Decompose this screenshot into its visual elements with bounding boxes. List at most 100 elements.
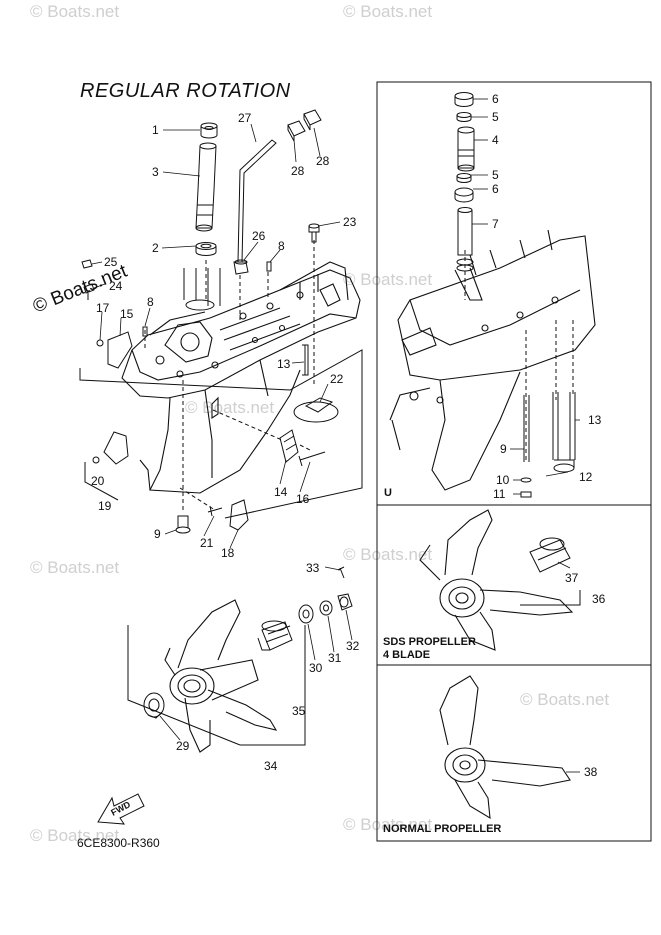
panel-u-frame bbox=[376, 81, 652, 506]
callout-32: 32 bbox=[346, 639, 360, 653]
part-32-nut bbox=[337, 593, 353, 611]
part-35-bushing bbox=[257, 620, 293, 651]
callout-1: 1 bbox=[152, 123, 159, 137]
fwd-arrow-icon bbox=[97, 793, 145, 825]
callout-5: 5 bbox=[492, 110, 499, 124]
watermark: © Boats.net bbox=[30, 826, 120, 845]
callout-12: 12 bbox=[579, 470, 593, 484]
leader-35 bbox=[240, 625, 306, 746]
callout-26: 26 bbox=[252, 229, 266, 243]
u-part-10-washer bbox=[520, 477, 532, 483]
callout-9: 9 bbox=[500, 442, 507, 456]
part-1-cap bbox=[200, 122, 218, 139]
callout-24: 24 bbox=[109, 279, 123, 293]
u-part-6-cap bbox=[454, 92, 474, 107]
part-18-anode bbox=[229, 499, 249, 531]
callout-38: 38 bbox=[584, 765, 598, 779]
sds-part-37-damper bbox=[529, 537, 571, 573]
callout-28: 28 bbox=[316, 154, 330, 168]
normal-propeller bbox=[439, 675, 571, 820]
sds-label-line-1: SDS PROPELLER bbox=[383, 636, 476, 648]
panel-normal-frame bbox=[376, 664, 652, 842]
callout-28: 28 bbox=[291, 164, 305, 178]
sds-propeller bbox=[419, 509, 574, 651]
watermark: © Boats.net bbox=[30, 2, 120, 21]
panel-sds-frame bbox=[376, 504, 652, 666]
callout-22: 22 bbox=[330, 372, 344, 386]
callout-4: 4 bbox=[492, 133, 499, 147]
callout-21: 21 bbox=[200, 536, 214, 550]
callout-15: 15 bbox=[120, 307, 134, 321]
callout-25: 25 bbox=[104, 255, 118, 269]
callout-35: 35 bbox=[292, 704, 306, 718]
callout-31: 31 bbox=[328, 651, 342, 665]
callout-10: 10 bbox=[496, 473, 510, 487]
part-26-clip bbox=[233, 259, 249, 275]
watermark: © Boats.net bbox=[343, 815, 433, 834]
part-13-bolt bbox=[302, 344, 309, 376]
part-22-cover bbox=[293, 397, 339, 423]
callout-6: 6 bbox=[492, 92, 499, 106]
assembly-guides bbox=[144, 240, 315, 511]
propeller-main bbox=[164, 599, 278, 753]
leader-19 bbox=[84, 462, 119, 501]
part-15-bracket bbox=[107, 331, 133, 369]
part-2-grommet bbox=[195, 242, 217, 256]
callout-5: 5 bbox=[492, 168, 499, 182]
u-panel-casing bbox=[389, 229, 596, 491]
u-part-spring bbox=[456, 258, 474, 272]
watermark: © Boats.net bbox=[30, 558, 120, 577]
u-part-7-tube bbox=[457, 207, 473, 256]
leader-34 bbox=[127, 625, 241, 746]
u-part-11-nut bbox=[520, 491, 532, 498]
u-part-9-stud bbox=[523, 395, 530, 462]
callout-13: 13 bbox=[588, 413, 602, 427]
callout-9: 9 bbox=[154, 527, 161, 541]
callout-34: 34 bbox=[264, 759, 278, 773]
part-23-bolt bbox=[308, 223, 320, 243]
callout-leaders bbox=[91, 98, 580, 773]
part-8-pin bbox=[266, 261, 272, 272]
callout-3: 3 bbox=[152, 165, 159, 179]
panel-normal-label: NORMAL PROPELLER bbox=[383, 823, 502, 835]
group-leader-box bbox=[79, 349, 363, 519]
part-29-thrust-washer bbox=[143, 692, 165, 719]
u-part-6-grommet bbox=[454, 187, 474, 203]
callout-8: 8 bbox=[278, 239, 285, 253]
callout-14: 14 bbox=[274, 485, 288, 499]
part-14-grille bbox=[279, 429, 299, 463]
callout-19: 19 bbox=[98, 499, 112, 513]
part-28-pads bbox=[287, 109, 322, 142]
part-3-water-tube bbox=[195, 142, 217, 232]
watermark: © Boats.net bbox=[343, 2, 433, 21]
part-30-washer bbox=[298, 604, 314, 624]
sds-label-line-2: 4 BLADE bbox=[383, 649, 431, 661]
part-24-fitting bbox=[83, 283, 95, 300]
callout-20: 20 bbox=[91, 474, 105, 488]
part-8-pin bbox=[142, 326, 148, 337]
diagram-title: REGULAR ROTATION bbox=[80, 80, 291, 102]
drawing-code: 6CE8300-R360 bbox=[77, 836, 160, 850]
u-part-4-sleeve bbox=[457, 126, 475, 172]
part-9-bolt bbox=[175, 515, 191, 534]
callout-numbers: 1 2 3 4 5 5 6 6 7 8 8 9 9 10 11 12 13 13… bbox=[91, 92, 606, 779]
panel-sds-label: SDS PROPELLER 4 BLADE bbox=[383, 636, 476, 662]
callout-17: 17 bbox=[96, 301, 110, 315]
part-16-bolt bbox=[298, 451, 326, 467]
callout-16: 16 bbox=[296, 492, 310, 506]
watermark: © Boats.net bbox=[520, 690, 610, 709]
part-20-bracket bbox=[103, 431, 129, 465]
lower-casing bbox=[121, 261, 361, 494]
u-part-13-bolts bbox=[552, 392, 576, 473]
leader-36 bbox=[520, 590, 581, 606]
u-part-5-seal-lower bbox=[456, 173, 472, 183]
callout-29: 29 bbox=[176, 739, 190, 753]
u-panel-guides bbox=[464, 250, 574, 462]
callout-36: 36 bbox=[592, 592, 606, 606]
callout-2: 2 bbox=[152, 241, 159, 255]
part-25-fitting bbox=[81, 259, 93, 269]
shaft-housing bbox=[183, 268, 221, 306]
callout-8: 8 bbox=[147, 295, 154, 309]
callout-7: 7 bbox=[492, 217, 499, 231]
callout-18: 18 bbox=[221, 546, 235, 560]
